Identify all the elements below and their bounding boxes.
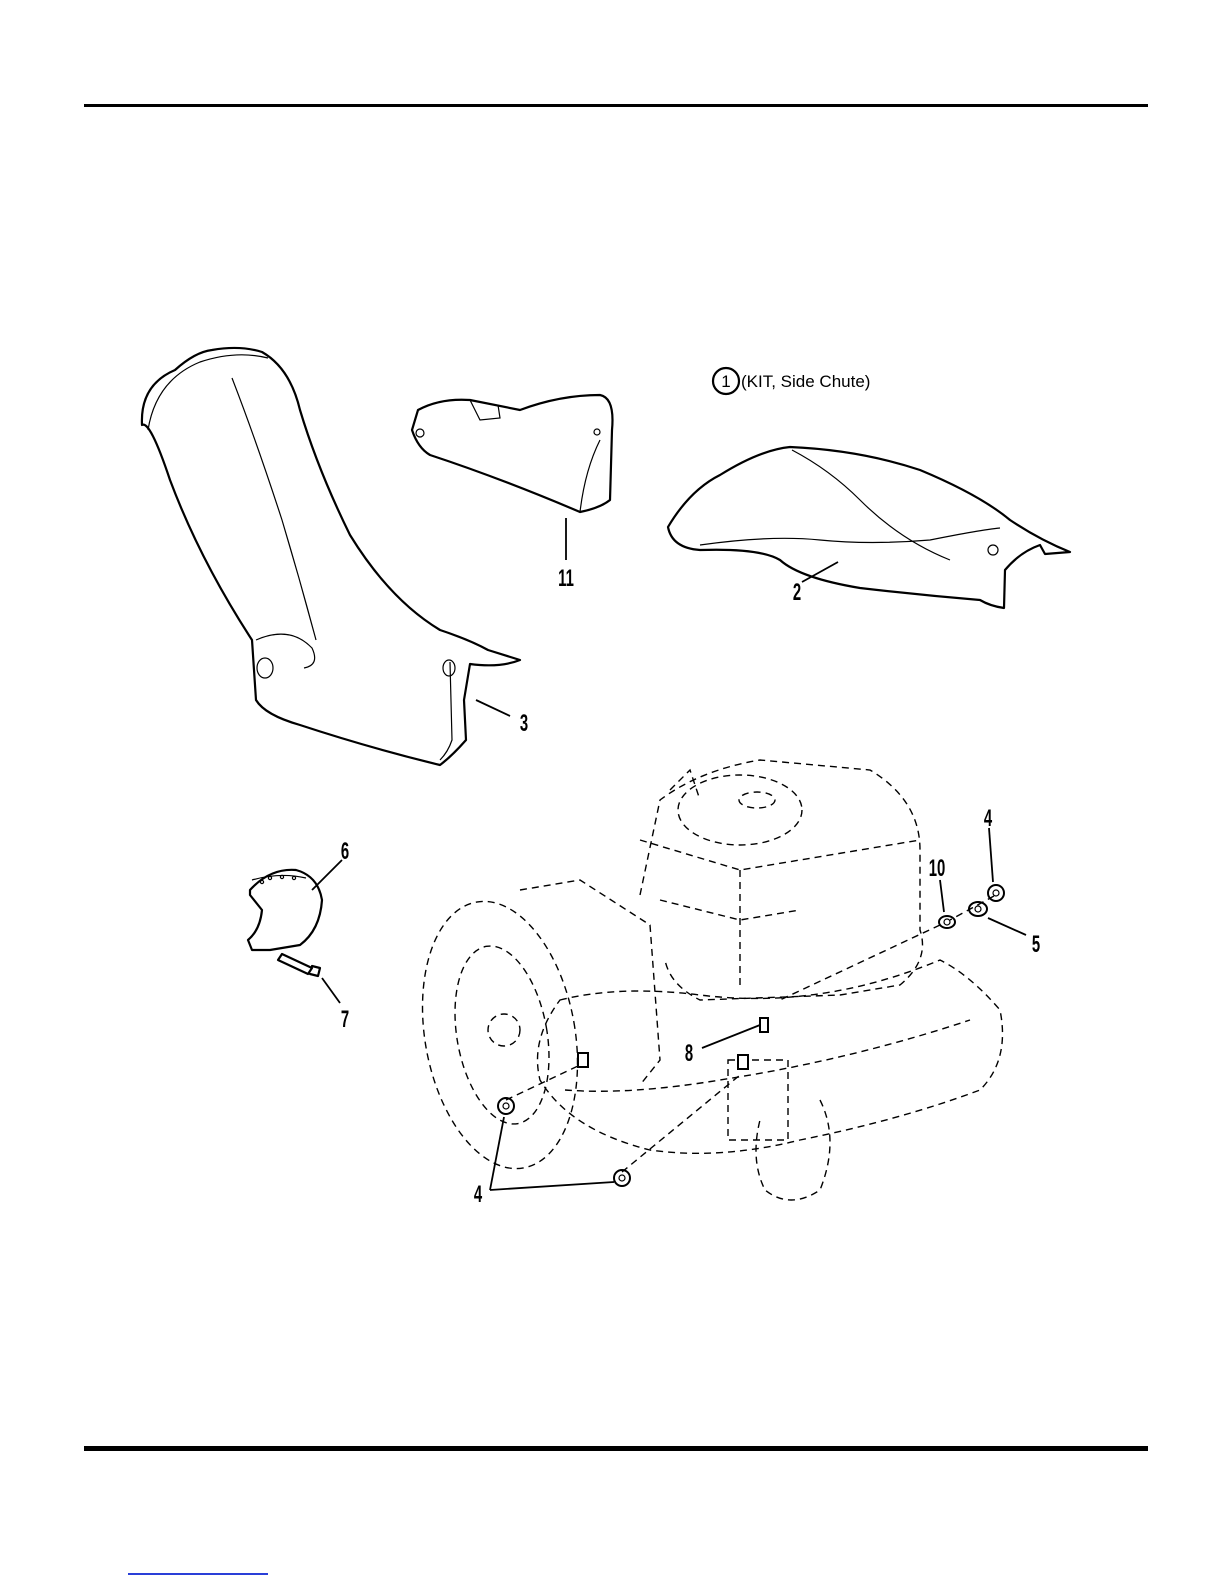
nut-part-4-left [498,1098,514,1114]
callout-part-4-top: 4 [984,806,992,832]
bolt-part-8 [760,1018,768,1032]
callout-part-2: 2 [793,580,801,606]
callout-part-11: 11 [558,566,574,592]
washer-part-10 [939,916,955,928]
kit-number: 1 [721,372,730,391]
callout-part-4-bottom: 4 [474,1182,482,1208]
bolt-center [738,1055,748,1069]
callout-part-5: 5 [1032,932,1040,958]
mower-assembly [403,760,1003,1200]
chute-deflector-part-11 [412,395,613,512]
kit-text: (KIT, Side Chute) [741,372,870,391]
long-side-chute-part-3 [142,348,520,765]
callout-part-3: 3 [520,711,528,737]
leader-lines [312,518,1026,1190]
callout-part-6: 6 [341,839,349,865]
nut-part-4-right [614,1170,630,1186]
hardware [498,885,1004,1186]
chute-shield-part-2 [668,447,1070,608]
callout-part-8: 8 [685,1041,693,1067]
chute-door-plate-part-6 [248,870,322,950]
kit-label: 1 (KIT, Side Chute) [713,368,870,394]
callout-part-7: 7 [341,1007,349,1033]
screw-part-7 [278,954,320,976]
callout-part-10: 10 [929,856,946,882]
bolt-left [578,1053,588,1067]
